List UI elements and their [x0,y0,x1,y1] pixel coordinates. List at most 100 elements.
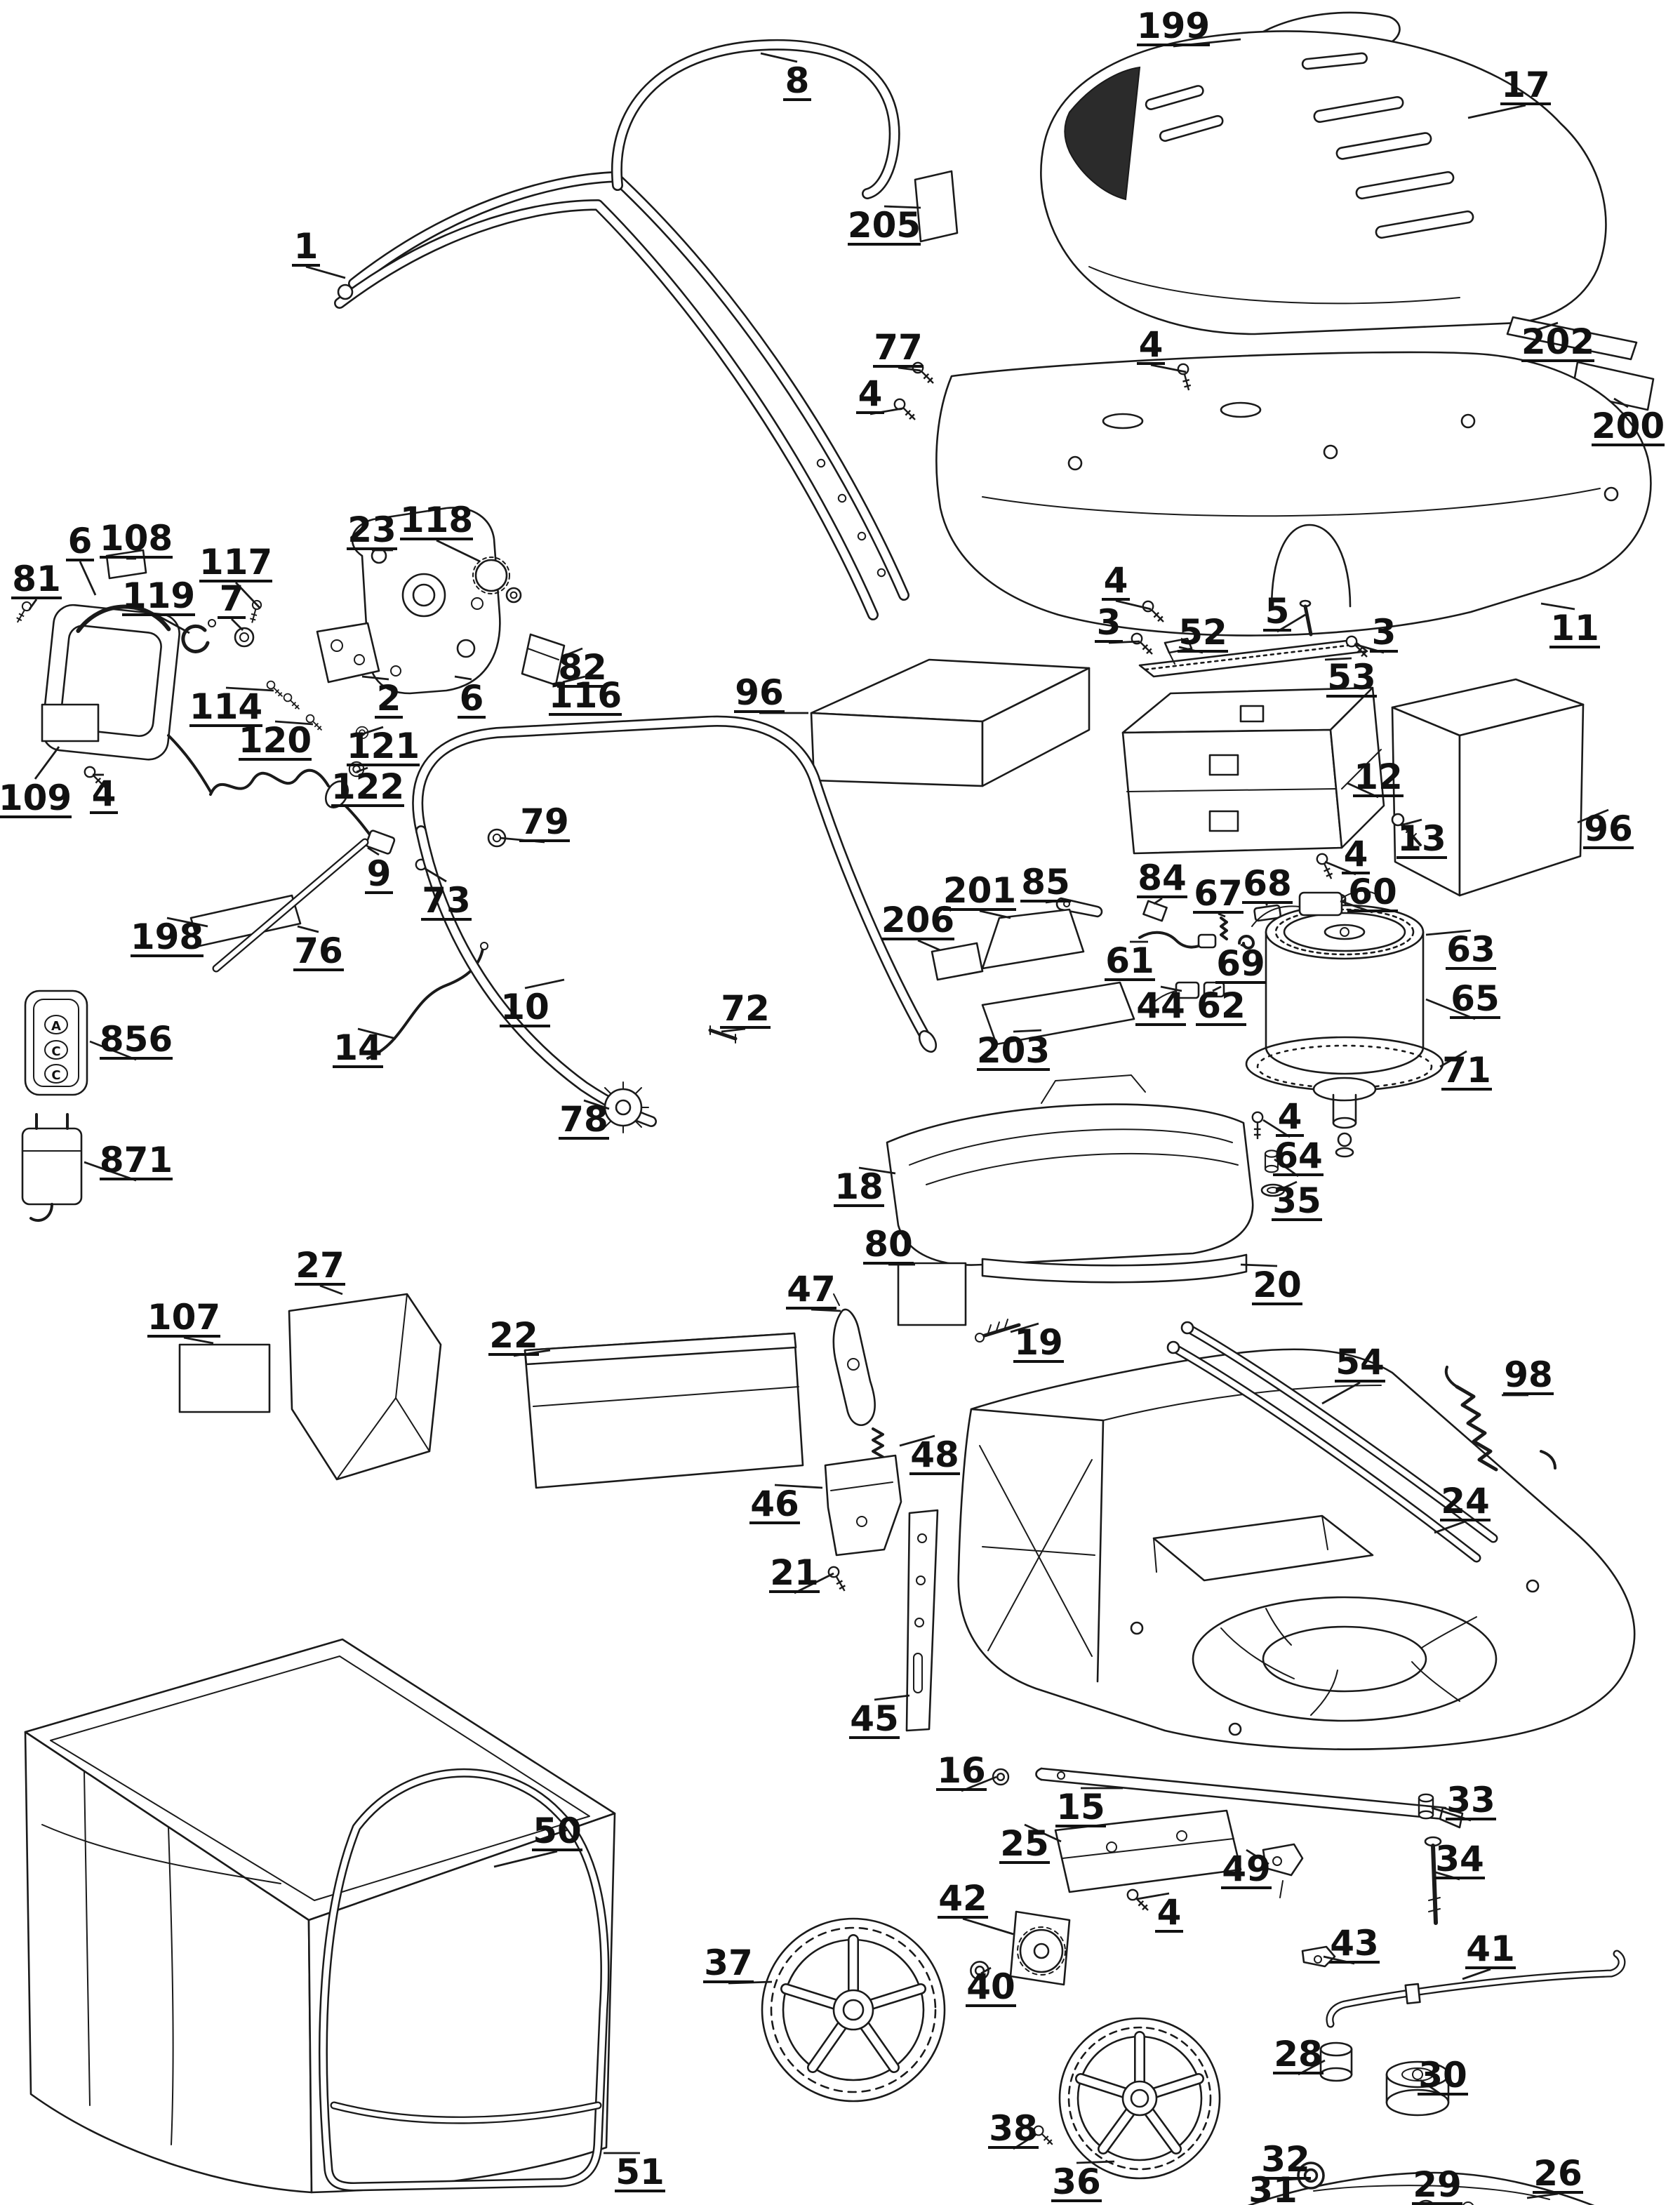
callout-199: 199 [1137,6,1210,46]
callout-206: 206 [881,900,954,940]
part-203-label [981,981,1135,1046]
callout-leader-8 [760,52,798,63]
callout-4f: 4 [1278,1096,1302,1137]
callout-78: 78 [559,1099,608,1140]
callout-28: 28 [1274,2034,1323,2074]
callout-leader-96b [1577,808,1609,824]
callout-leader-72 [721,1027,746,1033]
callout-leader-7 [231,618,244,631]
callout-leader-118 [436,539,481,563]
part-114-screw-2 [283,693,300,710]
callout-leader-48 [899,1434,935,1447]
part-37-front-wheel [761,1917,946,2103]
callout-leader-20 [1240,1263,1278,1267]
part-17-motor-cover [1040,30,1607,335]
part-205-label [914,170,959,243]
part-42-height-adjuster [1009,1910,1071,1986]
callout-5: 5 [1265,591,1290,632]
callout-33: 33 [1446,1780,1495,1820]
callout-leader-42 [962,1917,1014,1936]
callout-leader-35 [1275,1180,1298,1193]
callout-18: 18 [834,1166,884,1207]
callout-leader-6b [454,675,472,681]
callout-leader-114 [225,686,274,692]
part-13-bolt [1391,813,1422,846]
callout-4b: 4 [1139,324,1164,365]
part-9-wiring-harness [167,734,396,855]
callout-201: 201 [943,870,1016,911]
callout-23: 23 [347,509,396,550]
callout-leader-198 [166,917,208,928]
part-43-clip [1301,1945,1336,1968]
part-8-handle-bail [617,45,895,194]
callout-19: 19 [1014,1322,1063,1363]
callout-leader-4d [1115,599,1152,611]
callout-50: 50 [533,1811,582,1851]
part-10-lower-handle [418,721,938,1121]
callout-leader-41 [1462,1968,1491,1980]
callout-leader-856 [89,1040,137,1061]
callout-leader-17 [1467,104,1526,119]
callout-leader-119 [158,615,190,634]
callout-leader-121 [361,726,384,735]
callout-leader-81 [28,599,38,610]
callout-leader-107 [183,1336,214,1345]
callout-203: 203 [977,1030,1050,1071]
callout-27: 27 [295,1245,345,1286]
callout-3a: 3 [1097,602,1121,643]
callout-76: 76 [294,931,343,971]
callout-leader-871 [84,1161,137,1182]
callout-81: 81 [12,559,61,599]
callout-6b: 6 [460,678,484,719]
callout-80: 80 [864,1224,913,1265]
callout-42: 42 [938,1878,987,1919]
callout-leader-84 [1153,897,1163,905]
callout-79: 79 [520,801,569,842]
callout-62: 62 [1196,985,1246,1026]
callout-3b: 3 [1372,612,1396,653]
callout-107: 107 [147,1297,220,1338]
callout-34: 34 [1435,1839,1484,1879]
part-98-spring [1444,1366,1556,1472]
callout-114: 114 [189,686,262,727]
key-button-label-2: C [51,1068,60,1083]
part-11-deck-cover [935,351,1652,637]
callout-leader-25 [1024,1823,1062,1843]
part-47-latch-lever [832,1293,876,1427]
part-119-clamp [181,619,216,653]
callout-198: 198 [131,917,204,957]
callout-68: 68 [1243,863,1292,904]
callout-6a: 6 [68,521,93,561]
part-5-pin [1299,599,1313,637]
callout-leader-18 [858,1166,896,1175]
callout-leader-10 [524,978,565,990]
callout-26: 26 [1533,2153,1582,2194]
callout-leader-19 [1010,1322,1039,1333]
callout-leader-73 [425,867,447,883]
callout-leader-49 [1246,1848,1269,1865]
callout-leader-40 [980,1966,992,1975]
callout-44: 44 [1136,985,1185,1026]
callout-60: 60 [1348,872,1397,912]
callout-51: 51 [615,2152,665,2192]
part-201-label [981,908,1085,970]
callout-leader-203 [1013,1029,1042,1033]
callout-leader-54 [1321,1381,1361,1405]
callout-22: 22 [489,1315,538,1356]
callout-17: 17 [1501,65,1550,105]
callout-871: 871 [100,1140,173,1180]
part-15-support-bar [1035,1767,1464,1829]
part-78-knob [597,1081,649,1133]
callout-856: 856 [100,1019,173,1060]
callout-leader-78 [583,1099,610,1110]
part-25-plate [1054,1809,1242,1893]
callout-leader-4b [1150,364,1187,373]
part-45-slide-plate [905,1509,939,1732]
callout-leader-26 [1526,2192,1559,2199]
callout-61: 61 [1105,940,1154,981]
part-871-charger [21,1113,83,1223]
part-82-plate [521,633,566,686]
